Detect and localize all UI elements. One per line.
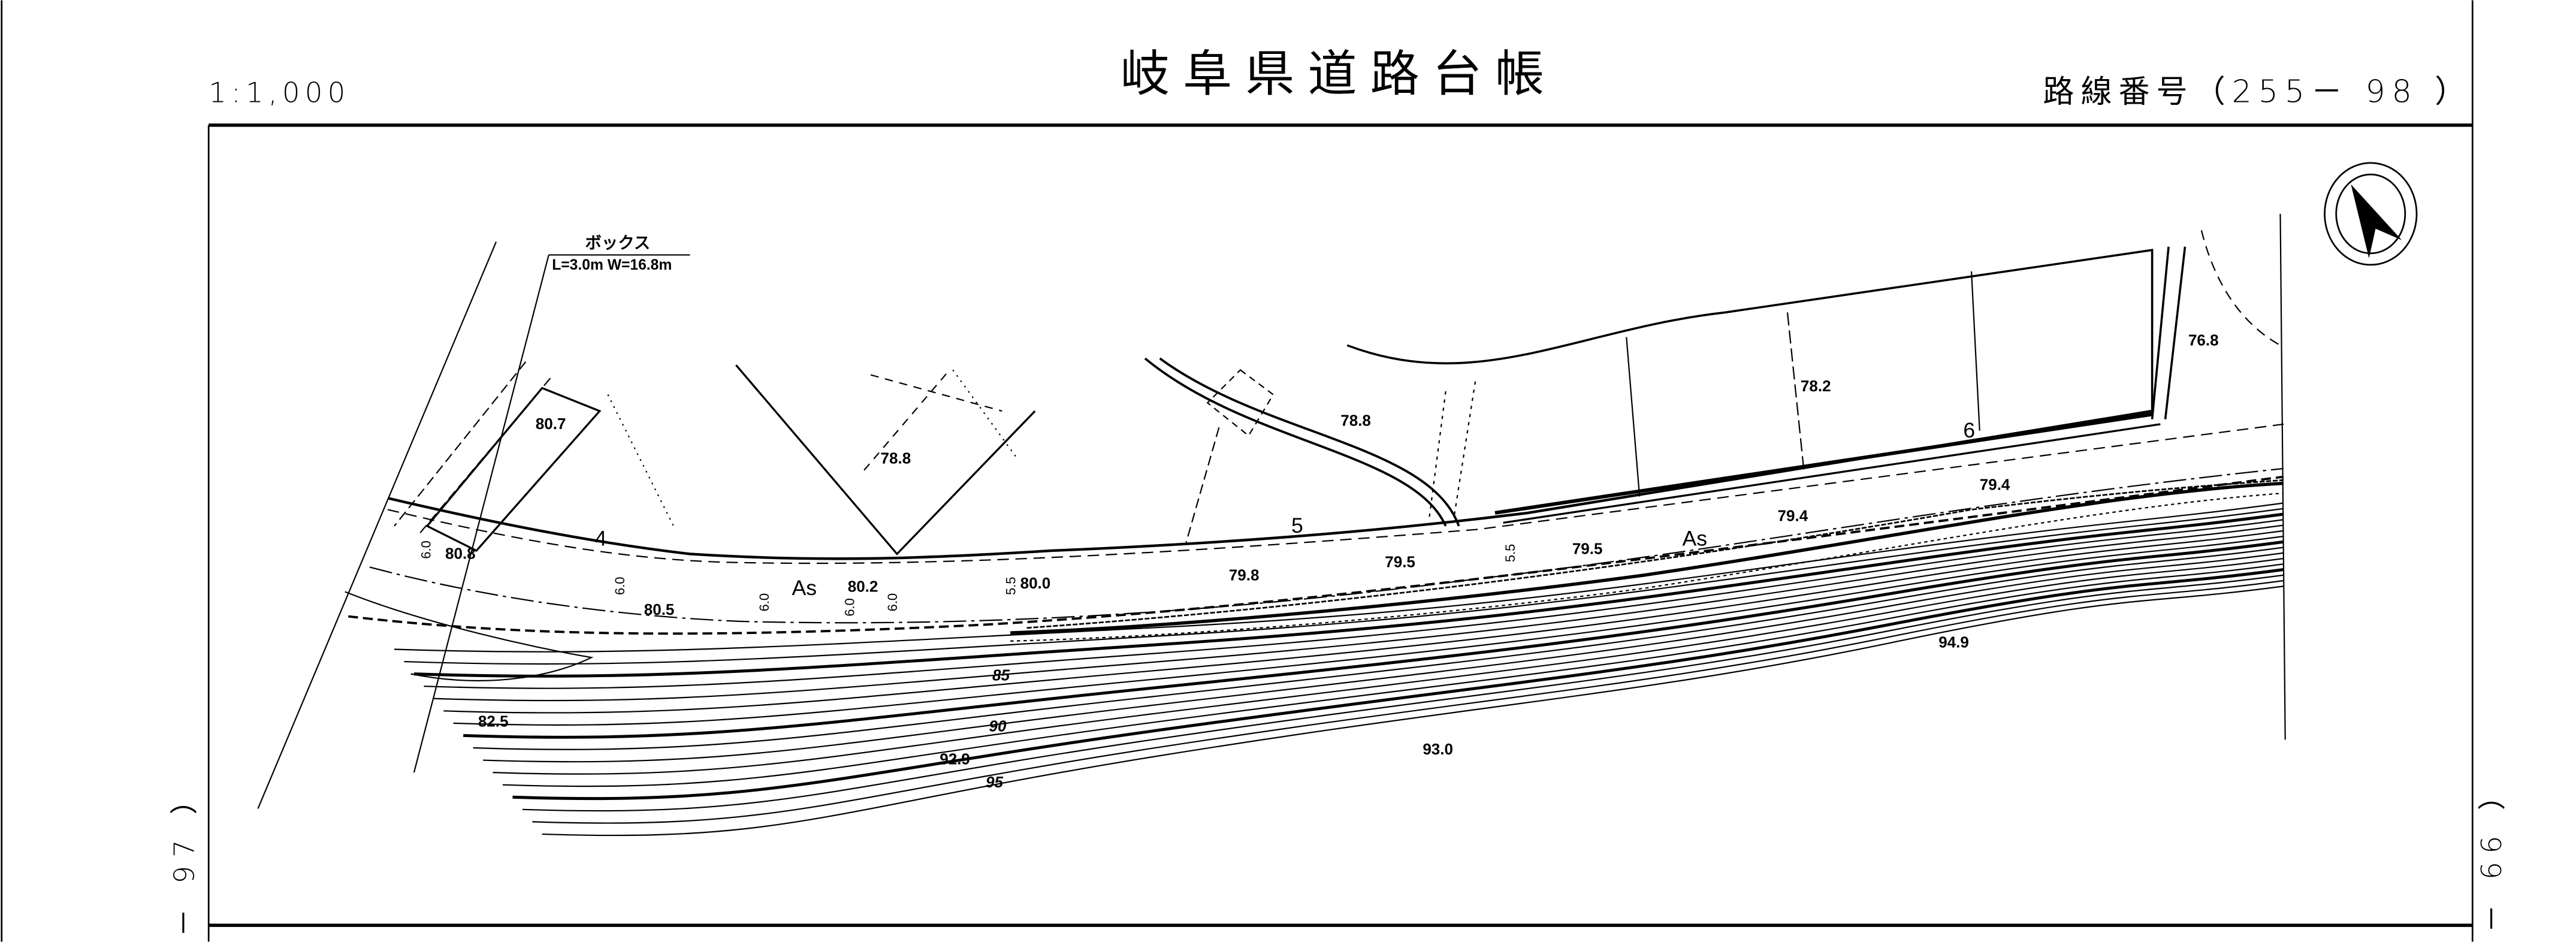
elevation-label: 82.5	[478, 712, 509, 730]
contour-line	[542, 585, 2284, 837]
surface-asphalt-label: As	[1683, 527, 1708, 551]
road-width-label: 6.0	[418, 541, 433, 558]
north-arrow-icon	[2324, 162, 2418, 266]
elevation-label: 80.0	[1020, 574, 1051, 592]
sheet-title: 岐阜県道路台帳	[1121, 46, 1557, 102]
elevation-label: 94.9	[1938, 633, 1969, 651]
contour-line	[424, 519, 2284, 689]
contour-label: 90	[989, 717, 1007, 735]
contour-line	[483, 552, 2284, 763]
contour-line	[473, 547, 2284, 750]
elevation-label: 93.0	[1423, 740, 1453, 758]
road-width-label: 5.5	[1003, 577, 1018, 595]
elevation-label: 80.2	[848, 578, 878, 596]
contour-line	[502, 563, 2284, 787]
road-width-label: 6.0	[842, 598, 857, 616]
contour-line	[394, 502, 2284, 653]
adjacent-sheet-left: － 97 ）	[168, 778, 201, 937]
contour-line	[453, 535, 2284, 726]
contour-line	[443, 530, 2284, 714]
contour-label: 85	[992, 666, 1010, 684]
elevation-label: 78.8	[881, 449, 911, 467]
adjacent-sheet-right: （ 99 －	[2474, 783, 2506, 941]
contour-line	[404, 508, 2284, 665]
contour-lines	[394, 502, 2284, 837]
elevation-label: 79.5	[1385, 552, 1415, 570]
elevation-label: 79.5	[1572, 539, 1603, 557]
elevation-label: 92.9	[940, 750, 970, 768]
map-linework	[257, 213, 2286, 809]
surface-asphalt-label: As	[792, 576, 817, 600]
elevation-label: 79.4	[1980, 476, 2010, 494]
contour-line	[463, 540, 2284, 739]
section-number: 6	[1963, 418, 1975, 442]
section-number: 5	[1291, 514, 1303, 538]
elevation-label: 79.4	[1778, 507, 1808, 525]
elevation-label: 79.8	[1229, 566, 1260, 584]
section-number: 4	[594, 527, 606, 551]
road-width-label: 5.5	[1503, 544, 1518, 562]
contour-line	[493, 557, 2284, 775]
contour-line	[522, 574, 2284, 812]
scale-label: 1:1,000	[209, 76, 350, 108]
road-width-label: 6.0	[757, 593, 772, 611]
contour-line	[532, 579, 2284, 824]
elevation-label: 80.7	[536, 415, 566, 433]
contour-line	[512, 568, 2284, 801]
contour-label: 95	[986, 773, 1003, 791]
elevation-label: 80.8	[445, 545, 476, 563]
road-width-label: 6.0	[612, 577, 627, 595]
elevation-label: 76.8	[2188, 331, 2219, 349]
box-culvert-size: L=3.0m W=16.8m	[552, 257, 672, 273]
contour-line	[433, 524, 2284, 702]
route-number: 路線番号（255－ 98 ）	[2043, 74, 2472, 110]
elevation-label: 80.5	[644, 600, 675, 618]
contour-line	[413, 512, 2284, 678]
box-culvert-name: ボックス	[585, 233, 650, 252]
elevation-label: 78.8	[1340, 412, 1371, 430]
elevation-label: 78.2	[1801, 377, 1831, 395]
road-width-label: 6.0	[885, 593, 900, 611]
